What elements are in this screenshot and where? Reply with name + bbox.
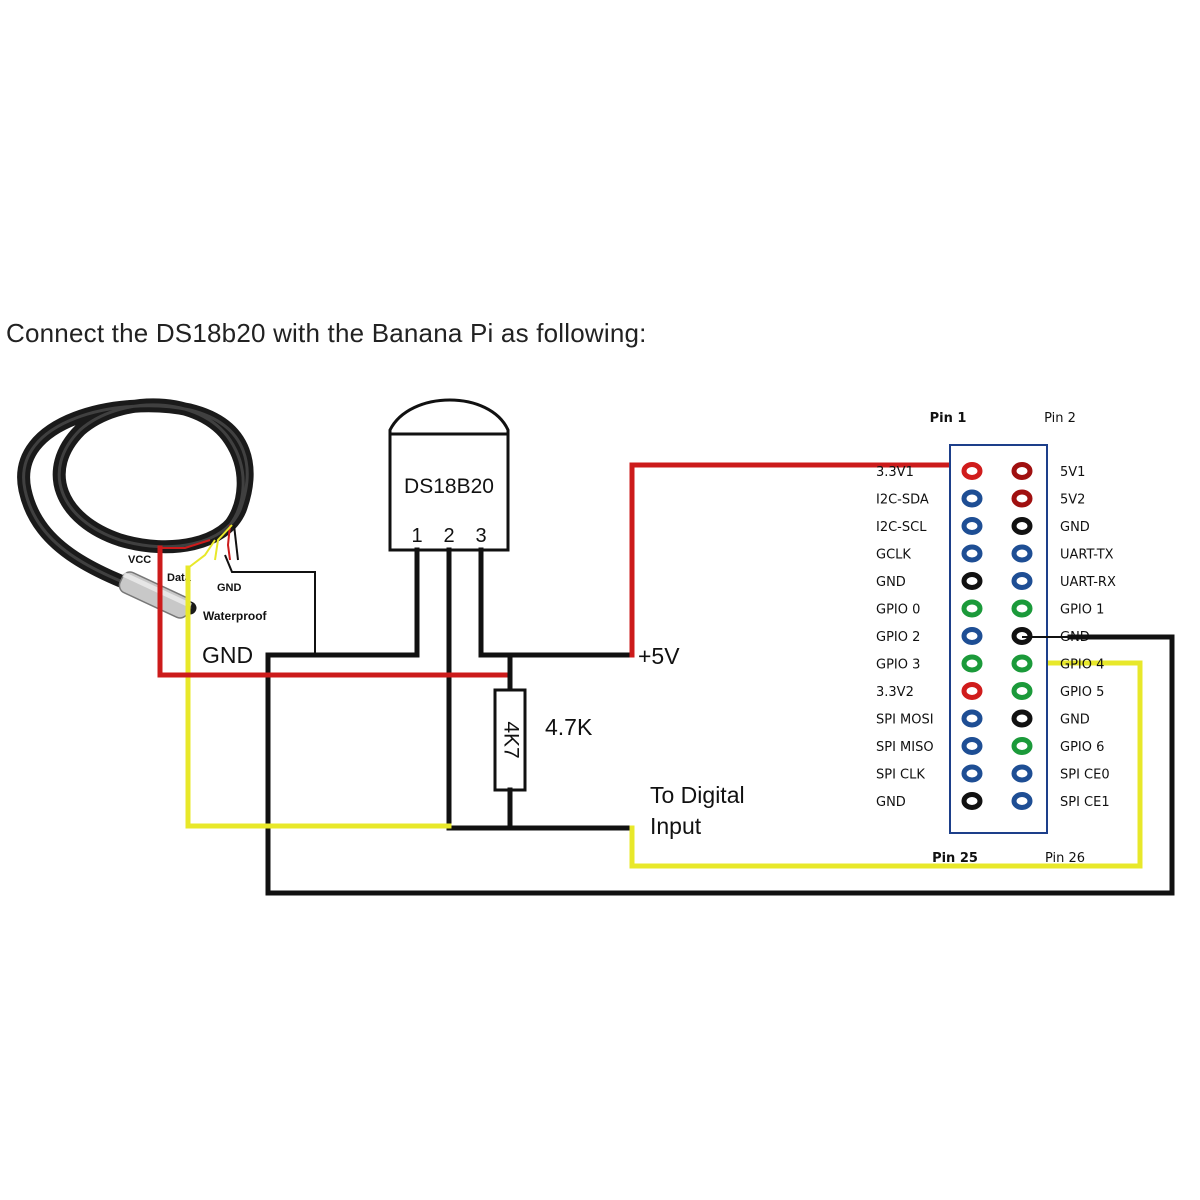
header-right-label: GND: [1060, 630, 1090, 645]
header-pin-right: [1011, 792, 1033, 810]
header-left-label: I2C-SCL: [876, 520, 927, 535]
header-left-label: GPIO 3: [876, 658, 920, 673]
probe-black-lead: [233, 524, 239, 561]
to-digital-label-line1: To Digital: [650, 782, 745, 808]
header-pin-left: [961, 517, 983, 535]
header-right-label: GPIO 5: [1060, 685, 1104, 700]
probe-gnd-big-label: GND: [202, 642, 253, 668]
header-right-label: GND: [1060, 520, 1090, 535]
header-right-label: UART-TX: [1060, 548, 1114, 563]
header-pin-left: [961, 737, 983, 755]
probe-waterproof-label: Waterproof: [203, 609, 268, 623]
plus5v-label: +5V: [638, 643, 680, 669]
header-pin-right: [1011, 737, 1033, 755]
gnd-wire: [265, 547, 1175, 896]
header-left-label: I2C-SDA: [876, 493, 929, 508]
header-pin-left: [961, 572, 983, 590]
header-right-label: 5V2: [1060, 493, 1085, 508]
probe-data-wire: [187, 539, 216, 569]
chip-pin-2: 2: [443, 525, 454, 547]
header-left-label: GPIO 2: [876, 630, 920, 645]
header-left-label: GND: [876, 575, 906, 590]
header-pin-left: [961, 599, 983, 618]
header-pin-right: [1011, 462, 1033, 480]
header-pin-left: [961, 764, 983, 783]
header-pin-right: [1011, 682, 1033, 700]
chip-pin-3: 3: [475, 525, 486, 547]
header-pin-left: [961, 654, 983, 673]
header-left-label: 3.3V1: [876, 465, 914, 480]
probe-yellow-lead: [214, 524, 233, 561]
resistor-body-label: 4K7: [499, 721, 522, 758]
header-right-label: SPI CE1: [1060, 795, 1110, 810]
header-right-label: GPIO 4: [1060, 658, 1104, 673]
header-right-label: SPI CE0: [1060, 768, 1110, 783]
header-pin-right: [1011, 709, 1033, 728]
header-pin-left: [961, 682, 983, 700]
header-left-label: GCLK: [876, 548, 911, 563]
header-right-label: GPIO 1: [1060, 603, 1104, 618]
header-pin-right: [1011, 517, 1033, 535]
header-pin-left: [961, 462, 983, 480]
red-power-wire: [629, 462, 973, 658]
chip-name: DS18B20: [404, 475, 494, 498]
header-pin-left: [961, 489, 983, 508]
header-pin1-label: Pin 1: [930, 411, 967, 426]
header-pin-right: [1011, 572, 1033, 590]
header-pin-left: [961, 627, 983, 645]
header-pin-left: [961, 544, 983, 563]
header-pin-left: [961, 709, 983, 728]
header-pin-right: [1011, 764, 1033, 783]
header-pin2-label: Pin 2: [1044, 411, 1076, 426]
waterproof-probe: [17, 398, 254, 619]
header-left-label: SPI MISO: [876, 740, 934, 755]
header-right-label: UART-RX: [1060, 575, 1116, 590]
resistor-value-label: 4.7K: [545, 714, 593, 740]
header-pin-left: [961, 792, 983, 810]
chip-pin-1: 1: [411, 525, 422, 547]
header-left-label: GND: [876, 795, 906, 810]
header-left-label: GPIO 0: [876, 603, 920, 618]
header-left-label: SPI CLK: [876, 768, 925, 783]
header-pin26-label: Pin 26: [1045, 851, 1085, 866]
ds18b20-chip: DS18B20 1 2 3: [388, 398, 510, 552]
probe-red-lead: [226, 524, 231, 561]
header-pin-right: [1011, 544, 1033, 563]
to-digital-label-line2: Input: [650, 813, 702, 839]
header-pin-right: [1011, 489, 1033, 508]
probe-gnd-wire: [224, 554, 316, 655]
vcc-leg-wire: [478, 547, 635, 658]
header-right-label: GND: [1060, 713, 1090, 728]
probe-vcc-wire: [160, 539, 211, 549]
yellow-gpio-wire: [629, 660, 1143, 869]
header-pin25-label: Pin 25: [932, 851, 978, 866]
header-pin-right: [1011, 599, 1033, 618]
header-pin-right: [1011, 654, 1033, 673]
probe-vcc-label: VCC: [128, 554, 151, 566]
page-title: Connect the DS18b20 with the Banana Pi a…: [6, 318, 647, 348]
header-right-label: 5V1: [1060, 465, 1085, 480]
header-right-label: GPIO 6: [1060, 740, 1104, 755]
probe-gnd-label: GND: [217, 582, 242, 594]
header-left-label: SPI MOSI: [876, 713, 934, 728]
header-left-label: 3.3V2: [876, 685, 914, 700]
